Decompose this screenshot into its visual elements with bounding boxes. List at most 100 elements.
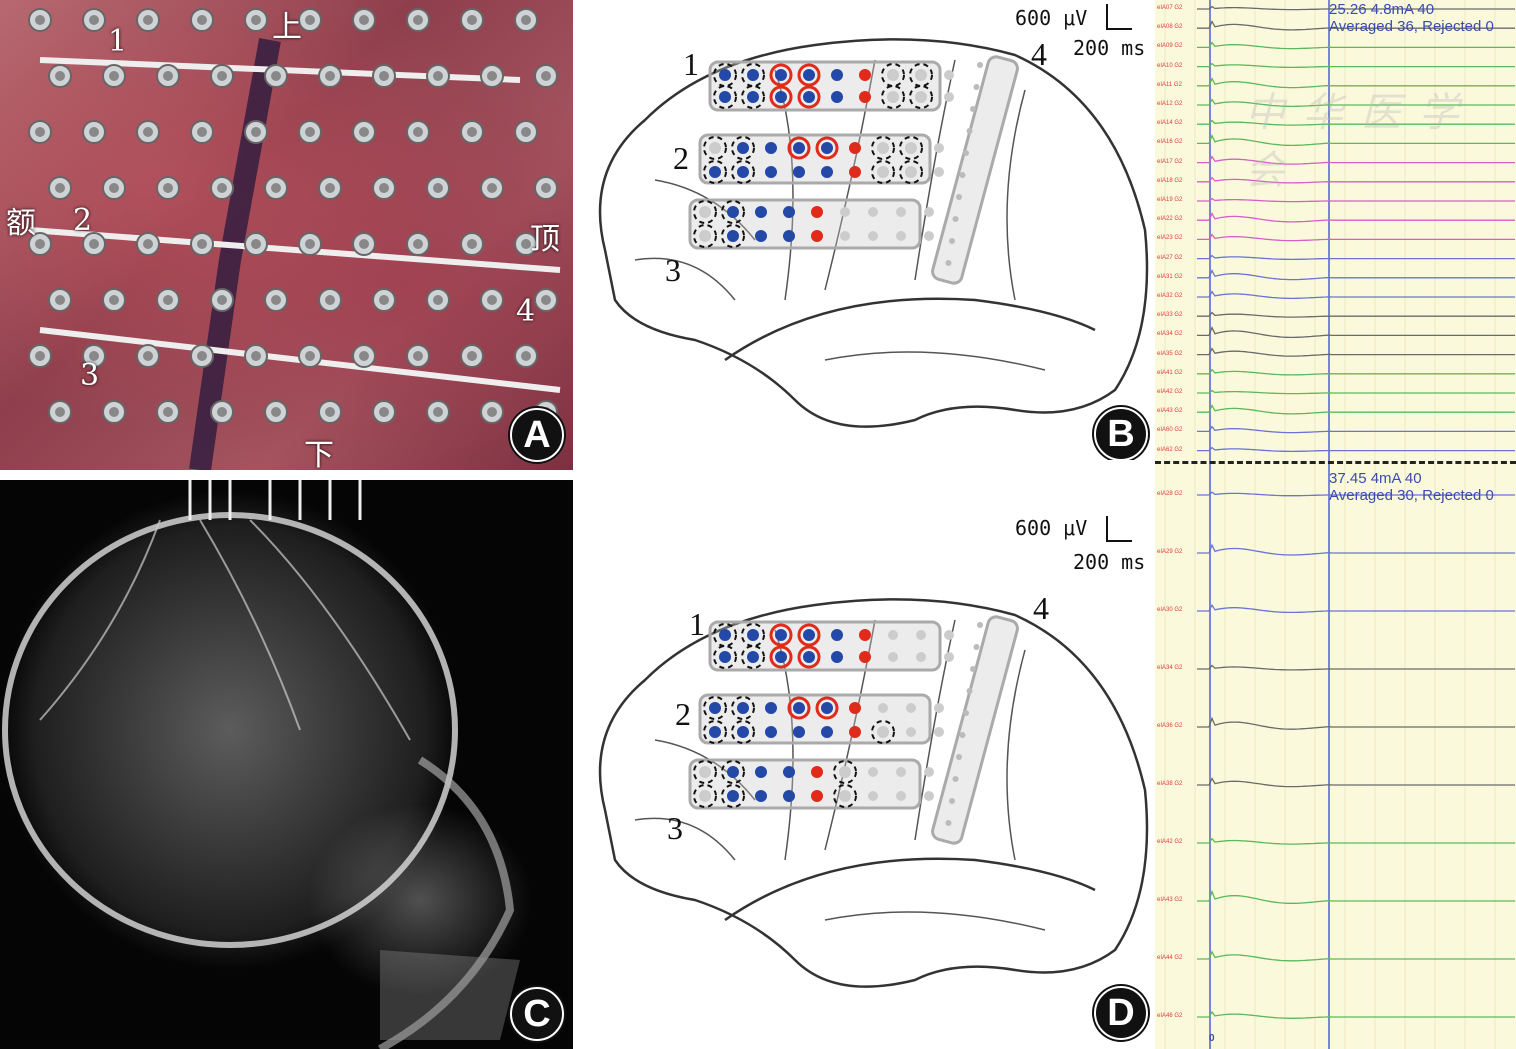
strip4-contact (956, 194, 962, 200)
electrode-contact (934, 727, 944, 737)
electrode-contact (839, 790, 851, 802)
electrode-contact (775, 651, 787, 663)
electrode-center (413, 351, 423, 361)
trace-eIA11 (1197, 77, 1515, 89)
electrode-contact (934, 703, 944, 713)
trace-eIA10 (1197, 62, 1515, 69)
artifact-ring (713, 645, 737, 669)
channel-label: eIA38 G2 (1157, 781, 1183, 787)
electrode-contact (934, 167, 944, 177)
channel-label: eIA16 G2 (1157, 139, 1183, 146)
trace-eIA30 (1197, 603, 1515, 614)
electrode-center (251, 351, 261, 361)
channel-label: eIA43 G2 (1157, 408, 1183, 415)
electrode-contact (783, 766, 795, 778)
electrode-center (413, 127, 423, 137)
electrode-center (521, 239, 531, 249)
electrode-contact (737, 702, 749, 714)
electrode-contact (793, 702, 805, 714)
trace-eIA29 (1197, 543, 1515, 556)
trace-eIA27 (1197, 254, 1515, 261)
channel-label: eIA36 G2 (1157, 723, 1183, 729)
electrode-center (467, 351, 477, 361)
artifact-ring (713, 623, 737, 647)
electrode-contact (699, 790, 711, 802)
electrode-contact (888, 652, 898, 662)
trace-eIA33 (1197, 311, 1515, 318)
artifact-ring (731, 696, 755, 720)
electrode-contact (821, 142, 833, 154)
channel-label: eIA09 G2 (1157, 43, 1183, 50)
electrode-strip-2 (698, 693, 932, 745)
trace-eIA41 (1197, 368, 1515, 376)
panel-a-intraoperative-photo: 上 下 额 顶 1 2 3 4 A (0, 0, 573, 470)
artifact-ring (703, 696, 727, 720)
electrode-contact (783, 206, 795, 218)
electrode-center (55, 71, 65, 81)
electrode-contact (709, 726, 721, 738)
trace-eIA44 (1197, 950, 1515, 962)
electrode-contact (888, 630, 898, 640)
channel-label: eIA22 G2 (1157, 216, 1183, 223)
electrode-contact (859, 69, 871, 81)
strip-label-1: 1 (683, 46, 699, 82)
artifact-ring (693, 760, 717, 784)
electrode-contact (821, 166, 833, 178)
label-frontal: 额 (6, 206, 36, 241)
electrode-center (487, 183, 497, 193)
electrode-center (413, 239, 423, 249)
electrode-contact (719, 69, 731, 81)
electrode-contact (905, 142, 917, 154)
electrode-contact (849, 726, 861, 738)
stim-params: 37.45 4mA 40 (1329, 470, 1422, 487)
electrode-strip-3 (688, 198, 922, 250)
channel-label: eIA42 G2 (1157, 839, 1183, 845)
electrode-contact (896, 231, 906, 241)
electrode-contact (849, 142, 861, 154)
electrode-contact (803, 629, 815, 641)
electrode-strip-2 (698, 133, 932, 185)
channel-label: eIA12 G2 (1157, 101, 1183, 107)
artifact-ring (741, 63, 765, 87)
brain-diagram-d (598, 598, 1149, 988)
electrode-contact (747, 91, 759, 103)
artifact-ring (713, 63, 737, 87)
strip-label-1: 1 (689, 606, 705, 642)
electrode-contact (859, 651, 871, 663)
electrode-center (325, 71, 335, 81)
stim-info-top: 25.26 4.8mA 40 Averaged 36, Rejected 0 (1329, 1, 1494, 35)
strip4-contact (945, 820, 952, 826)
strip4-contact (977, 622, 983, 628)
trace-eIA22 (1197, 212, 1515, 223)
responsive-ring (769, 85, 793, 109)
electrode-contact (783, 790, 795, 802)
artifact-ring (731, 720, 755, 744)
electrode-center (35, 15, 45, 25)
electrode-strip-3 (688, 758, 922, 810)
trace-eIA23 (1197, 233, 1515, 242)
stim-info-bottom: 37.45 4mA 40 Averaged 30, Rejected 0 (1329, 470, 1494, 504)
electrode-center (251, 127, 261, 137)
strip4-contact (945, 260, 952, 266)
electrode-center (467, 127, 477, 137)
trace-eIA46 (1197, 1010, 1515, 1019)
electrode-center (379, 295, 389, 305)
electrode-center (163, 71, 173, 81)
channel-label: eIA34 G2 (1157, 331, 1183, 338)
sylvian-fissure (724, 857, 1096, 922)
electrode-contact (934, 143, 944, 153)
electrode-center (521, 351, 531, 361)
trace-eIA19 (1197, 197, 1515, 203)
responsive-ring (769, 623, 793, 647)
time-zero-marker: 0 (1209, 1033, 1215, 1044)
electrode-contact (859, 629, 871, 641)
channel-label: eIA44 G2 (1157, 955, 1183, 961)
scale-bar (1106, 516, 1132, 542)
skull-xray-image (2, 480, 520, 1049)
electrode-center (55, 295, 65, 305)
electrode-center (271, 183, 281, 193)
electrode-center (541, 183, 551, 193)
artifact-ring (881, 63, 905, 87)
electrode-center (487, 71, 497, 81)
electrode-center (487, 295, 497, 305)
